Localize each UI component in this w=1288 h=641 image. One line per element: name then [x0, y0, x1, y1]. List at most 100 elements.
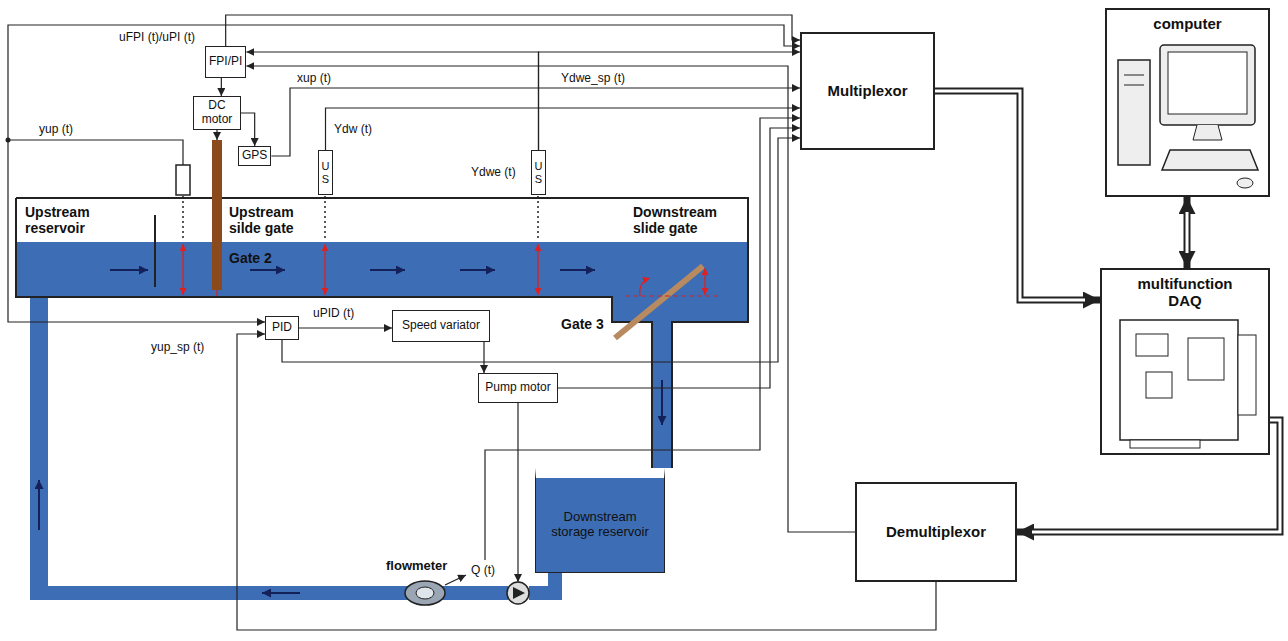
node-text: computer: [1153, 15, 1221, 32]
signal-wire: [299, 327, 392, 328]
device-box: multifunction DAQ: [1100, 268, 1270, 455]
node-text: Downstream storage reservoir: [545, 510, 655, 540]
opening-mark: [216, 290, 217, 296]
node-text: GPS: [242, 149, 267, 163]
signal-wire: [221, 78, 222, 96]
daq-edge-connector: [1130, 440, 1200, 448]
signal-wire: [8, 25, 800, 140]
process-box: FPI/PI: [205, 46, 246, 78]
signal-label: Upstream reservoir: [24, 204, 151, 236]
flow-arrow: [370, 269, 405, 271]
signal-wire: [237, 334, 936, 630]
device-box: computer: [1105, 8, 1270, 197]
node-text: multifunction DAQ: [1123, 275, 1248, 310]
daq-connector: [1238, 335, 1256, 415]
daq-card: [1120, 320, 1238, 440]
signal-wire: [241, 113, 255, 146]
computer-keyboard: [1162, 150, 1258, 170]
canal-outline: [16, 198, 748, 468]
daq-chip: [1136, 334, 1168, 356]
reservoir-wall: [154, 215, 156, 287]
signal-wire: [326, 108, 801, 150]
node-text: FPI/PI: [209, 55, 242, 69]
signal-wire: [558, 128, 800, 388]
wire-junction: [6, 138, 11, 143]
daq-chip: [1188, 338, 1224, 380]
signal-label: xup (t): [296, 71, 332, 85]
signal-connector: [241, 113, 255, 146]
bus-connector-core: [935, 91, 1085, 300]
flow-arrow: [460, 269, 495, 271]
signal-label: uPID (t): [312, 306, 355, 320]
process-box: Speed variator: [392, 310, 490, 342]
pump-pipe: [548, 570, 562, 600]
drain-pipe: [652, 322, 672, 468]
canal-water: [612, 297, 748, 322]
pump-symbol: [507, 582, 529, 604]
angle-arrow: [640, 278, 650, 296]
signal-connector: [935, 91, 1100, 300]
pump-shaft: [517, 403, 518, 582]
computer-screen: [1168, 52, 1247, 114]
computer-tower: [1124, 85, 1144, 86]
signal-connector: [539, 52, 801, 150]
signal-label: Upstream silde gate: [228, 204, 322, 236]
flowmeter-symbol: [405, 581, 445, 605]
level-sensor: [176, 165, 190, 195]
node-text: PID: [272, 321, 292, 335]
sensor-beam: [537, 196, 539, 240]
node-text: US: [533, 160, 544, 184]
node-text: Pump motor: [485, 381, 550, 395]
node-text: US: [320, 160, 331, 184]
process-box: Pump motor: [478, 373, 558, 403]
signal-connector: [221, 78, 222, 96]
computer-tower: [1124, 75, 1144, 76]
flow-arrow: [560, 269, 595, 271]
gate-3-flap: [615, 266, 703, 338]
supply-pipe: [30, 297, 48, 600]
bus-connector: [1017, 420, 1280, 532]
flow-arrow: [262, 592, 300, 594]
bus-connector: [935, 91, 1100, 300]
level-arrow: [182, 244, 183, 295]
node-text: Multiplexor: [827, 82, 907, 99]
canal-water: [16, 242, 748, 297]
flowmeter-symbol: [416, 587, 434, 599]
signal-wire: [282, 138, 800, 362]
signal-label: yup (t): [38, 122, 74, 136]
signal-connector: [246, 66, 855, 532]
signal-label: Q (t): [470, 563, 496, 577]
flow-arrow: [38, 480, 40, 530]
signal-label: Gate 3: [560, 316, 605, 332]
node-text: Speed variator: [402, 319, 480, 333]
sensor-beam: [324, 196, 326, 240]
node-text: Demultiplexor: [886, 523, 986, 540]
process-box: PID: [265, 316, 299, 340]
computer-mouse: [1237, 178, 1253, 188]
signal-label: Ydwe (t): [470, 165, 517, 179]
signal-wire: [483, 342, 484, 373]
signal-connector: [246, 52, 538, 150]
signal-connector: [237, 334, 936, 630]
signal-connector: [271, 88, 800, 156]
computer-tower: [1118, 60, 1150, 165]
process-box: DC motor: [193, 96, 241, 130]
level-arrow: [537, 244, 538, 295]
signal-wire: [8, 140, 265, 322]
ultrasonic-sensor: US: [318, 150, 333, 195]
flow-signal-arrow: [445, 575, 466, 585]
node-text: DC motor: [197, 99, 237, 127]
ultrasonic-sensor: US: [531, 150, 546, 195]
level-arrow: [704, 268, 705, 295]
signal-connector: [282, 138, 800, 362]
signal-connector: [1187, 197, 1188, 268]
signal-label: Ydwe_sp (t): [560, 71, 626, 85]
bus-connector-core: [1186, 212, 1189, 253]
signal-connector: [326, 108, 801, 150]
signal-connector: [299, 328, 392, 329]
signal-wire: [246, 66, 855, 532]
computer-monitor: [1160, 45, 1255, 125]
signal-wire: [271, 88, 800, 156]
monitor-stand: [1193, 125, 1222, 140]
